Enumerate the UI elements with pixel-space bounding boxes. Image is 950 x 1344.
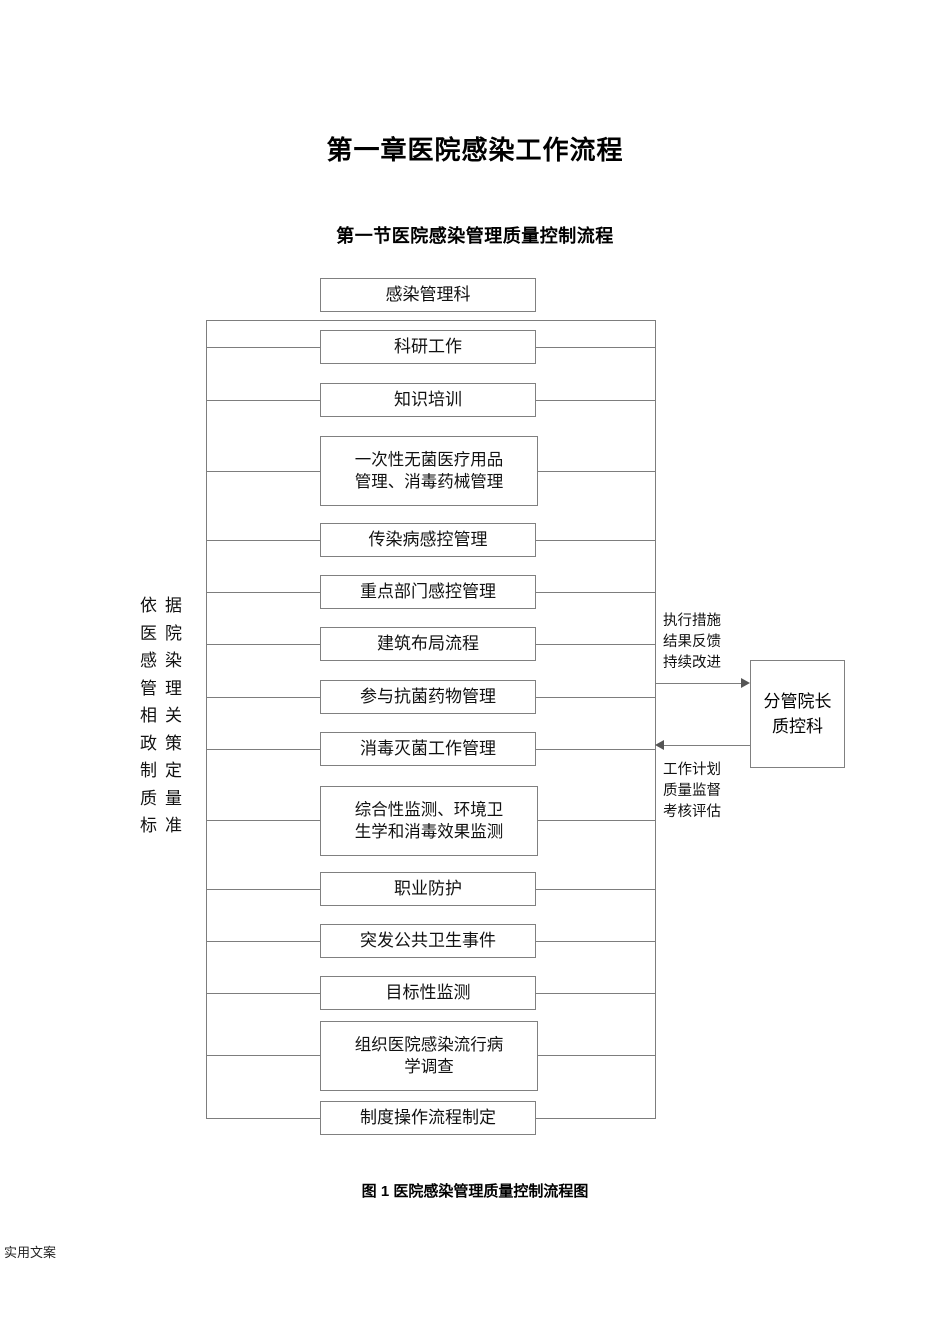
connector-left-14 bbox=[206, 1118, 320, 1119]
connector-right-9 bbox=[538, 820, 656, 821]
connector-left-10 bbox=[206, 889, 320, 890]
connector-left-8 bbox=[206, 749, 320, 750]
connector-right-14 bbox=[536, 1118, 656, 1119]
connector-left-1 bbox=[206, 347, 320, 348]
arrow-head-left-icon bbox=[655, 740, 664, 750]
connector-right-8 bbox=[536, 749, 656, 750]
criteria-column-right: 据院染理关策定量准 bbox=[165, 596, 182, 836]
flow-node-10: 职业防护 bbox=[320, 872, 536, 906]
connector-left-12 bbox=[206, 993, 320, 994]
connector-left-2 bbox=[206, 400, 320, 401]
flow-node-5: 重点部门感控管理 bbox=[320, 575, 536, 609]
right-spine bbox=[655, 320, 656, 1118]
connector-right-4 bbox=[536, 540, 656, 541]
connector-left-4 bbox=[206, 540, 320, 541]
arrow-head-right-icon bbox=[741, 678, 750, 688]
arrow-line-from-quality-dept bbox=[664, 745, 750, 746]
flow-node-11: 突发公共卫生事件 bbox=[320, 924, 536, 958]
section-title: 第一节医院感染管理质量控制流程 bbox=[336, 226, 614, 246]
connector-right-5 bbox=[536, 592, 656, 593]
flow-node-quality-department: 分管院长 质控科 bbox=[750, 660, 845, 768]
connector-left-7 bbox=[206, 697, 320, 698]
connector-right-12 bbox=[536, 993, 656, 994]
flow-node-14: 制度操作流程制定 bbox=[320, 1101, 536, 1135]
annotation-execute-feedback: 执行措施 结果反馈 持续改进 bbox=[663, 611, 747, 675]
connector-right-2 bbox=[536, 400, 656, 401]
page-footer: 实用文案 bbox=[4, 1245, 57, 1260]
flow-node-13: 组织医院感染流行病 学调查 bbox=[320, 1021, 538, 1091]
flow-node-12: 目标性监测 bbox=[320, 976, 536, 1010]
connector-left-6 bbox=[206, 644, 320, 645]
connector-right-7 bbox=[536, 697, 656, 698]
flow-node-1: 科研工作 bbox=[320, 330, 536, 364]
top-connector-bar bbox=[206, 320, 656, 321]
connector-left-3 bbox=[206, 471, 320, 472]
left-criteria-text: 据院染理关策定量准 依医感管相政制质标 bbox=[140, 592, 184, 840]
connector-right-13 bbox=[538, 1055, 656, 1056]
flow-node-2: 知识培训 bbox=[320, 383, 536, 417]
connector-left-5 bbox=[206, 592, 320, 593]
connector-right-1 bbox=[536, 347, 656, 348]
connector-right-3 bbox=[538, 471, 656, 472]
connector-right-6 bbox=[536, 644, 656, 645]
connector-left-9 bbox=[206, 820, 320, 821]
flow-node-7: 参与抗菌药物管理 bbox=[320, 680, 536, 714]
flow-node-9: 综合性监测、环境卫 生学和消毒效果监测 bbox=[320, 786, 538, 856]
connector-right-10 bbox=[536, 889, 656, 890]
annotation-plan-supervision: 工作计划 质量监督 考核评估 bbox=[663, 760, 747, 824]
flowchart-diagram: 感染管理科 科研工作 知识 bbox=[140, 278, 845, 1135]
left-spine bbox=[206, 320, 207, 1118]
flow-node-head: 感染管理科 bbox=[320, 278, 536, 312]
page-title: 第一章医院感染工作流程 bbox=[326, 135, 624, 165]
flow-node-8: 消毒灭菌工作管理 bbox=[320, 732, 536, 766]
criteria-column-left: 依医感管相政制质标 bbox=[140, 596, 157, 836]
flow-node-6: 建筑布局流程 bbox=[320, 627, 536, 661]
arrow-line-to-quality-dept bbox=[655, 683, 745, 684]
connector-right-11 bbox=[536, 941, 656, 942]
connector-left-13 bbox=[206, 1055, 320, 1056]
flow-node-3: 一次性无菌医疗用品 管理、消毒药械管理 bbox=[320, 436, 538, 506]
flow-node-4: 传染病感控管理 bbox=[320, 523, 536, 557]
connector-left-11 bbox=[206, 941, 320, 942]
figure-caption: 图 1 医院感染管理质量控制流程图 bbox=[361, 1183, 589, 1200]
